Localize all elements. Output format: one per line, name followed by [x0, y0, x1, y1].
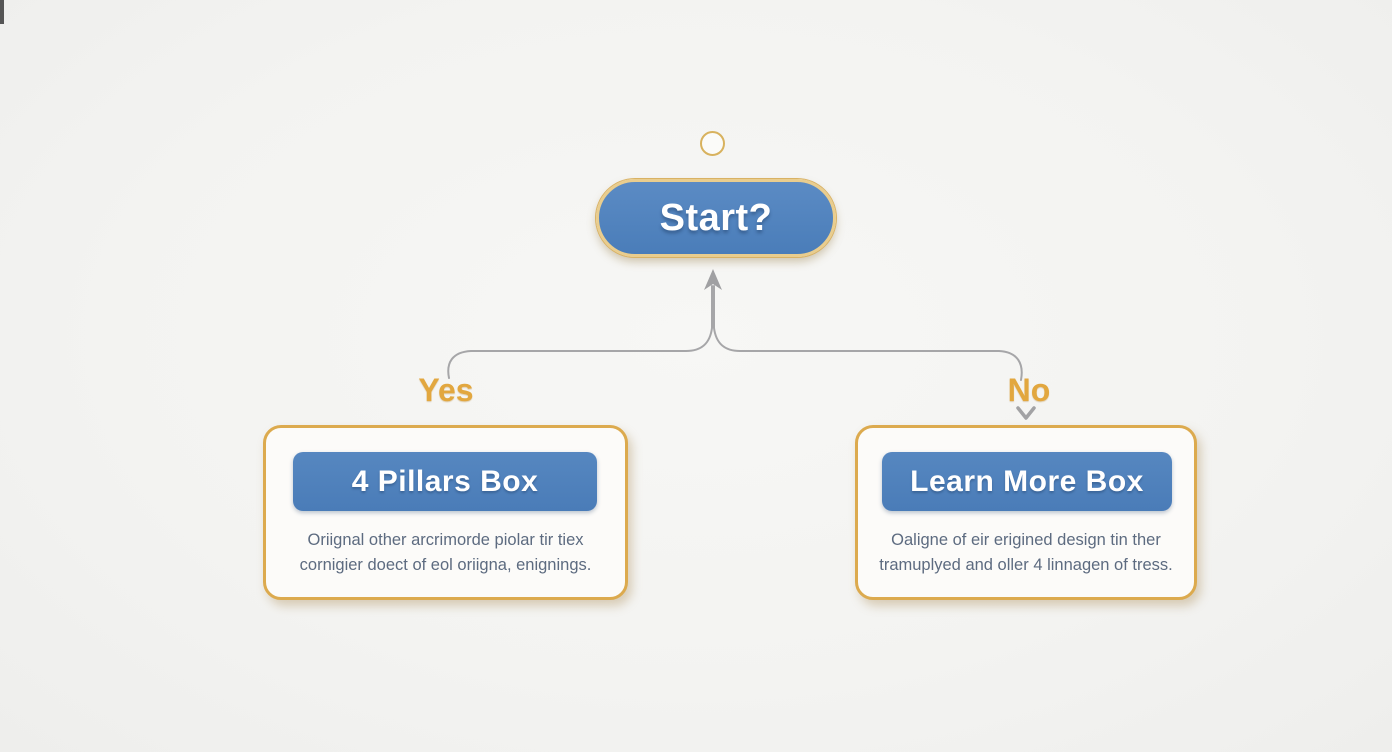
- no-branch-line: [713, 285, 1023, 381]
- start-node-label: Start?: [659, 196, 773, 239]
- learn-more-button-label: Learn More Box: [910, 464, 1144, 498]
- chevron-down-icon: [1016, 406, 1036, 420]
- learn-more-card: Learn More Box Oaligne of eir erigined d…: [855, 425, 1197, 600]
- four-pillars-button-label: 4 Pillars Box: [351, 464, 539, 498]
- four-pillars-description: Oriignal other arcrimorde piolar tir tie…: [299, 531, 592, 574]
- four-pillars-card: 4 Pillars Box Oriignal other arcrimorde …: [263, 425, 628, 600]
- learn-more-button[interactable]: Learn More Box: [882, 452, 1172, 511]
- yes-branch-label: Yes: [418, 372, 474, 408]
- screen-edge-artifact: [0, 0, 4, 24]
- learn-more-description: Oaligne of eir erigined design tin ther …: [879, 531, 1173, 574]
- arrow-up-merge-icon: [704, 269, 722, 290]
- start-node-button[interactable]: Start?: [596, 179, 836, 257]
- yes-branch-line: [447, 285, 713, 379]
- no-branch-label: No: [1007, 372, 1051, 408]
- four-pillars-button[interactable]: 4 Pillars Box: [293, 452, 597, 511]
- terminator-circle-icon: [700, 131, 725, 156]
